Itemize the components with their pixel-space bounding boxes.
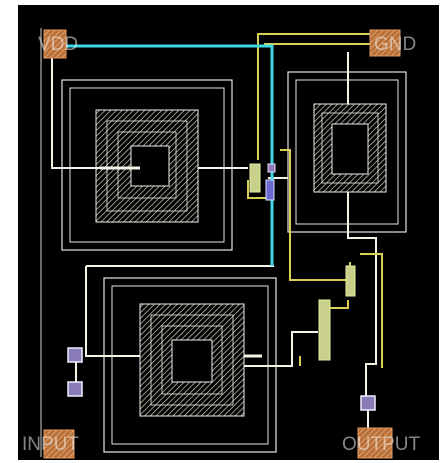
capacitor-icon [360,395,376,411]
metal-routing-yellow [247,33,383,368]
capacitor-icon [67,347,83,363]
pad-label-output: OUTPUT [342,434,421,455]
transistor-icon [345,265,356,297]
inductor-core [171,339,213,383]
bond-pad-gnd [369,29,401,57]
inductor-top-right [287,71,407,233]
transistor-upper [249,163,276,201]
inductor-core [331,123,369,175]
capacitor-icon [67,381,83,397]
pad-label-input: INPUT [22,434,79,455]
inductor-top-left [61,79,233,251]
bond-pad-vdd [43,29,67,59]
inductor-bottom [103,277,277,453]
bond-pad-input [43,429,75,459]
via-icon [267,163,276,173]
metal-routing-white [51,52,377,440]
inductor-outline-outer [61,79,233,251]
pad-label-vdd: VDD [38,34,78,55]
pad-label-gnd: GND [374,34,416,55]
transistor-icon [249,163,261,193]
inductor-core [130,145,170,187]
inductor-outline-inner [69,87,225,243]
bond-pad-output [357,427,393,459]
via-icon [265,179,275,201]
transistor-icon [318,299,331,361]
